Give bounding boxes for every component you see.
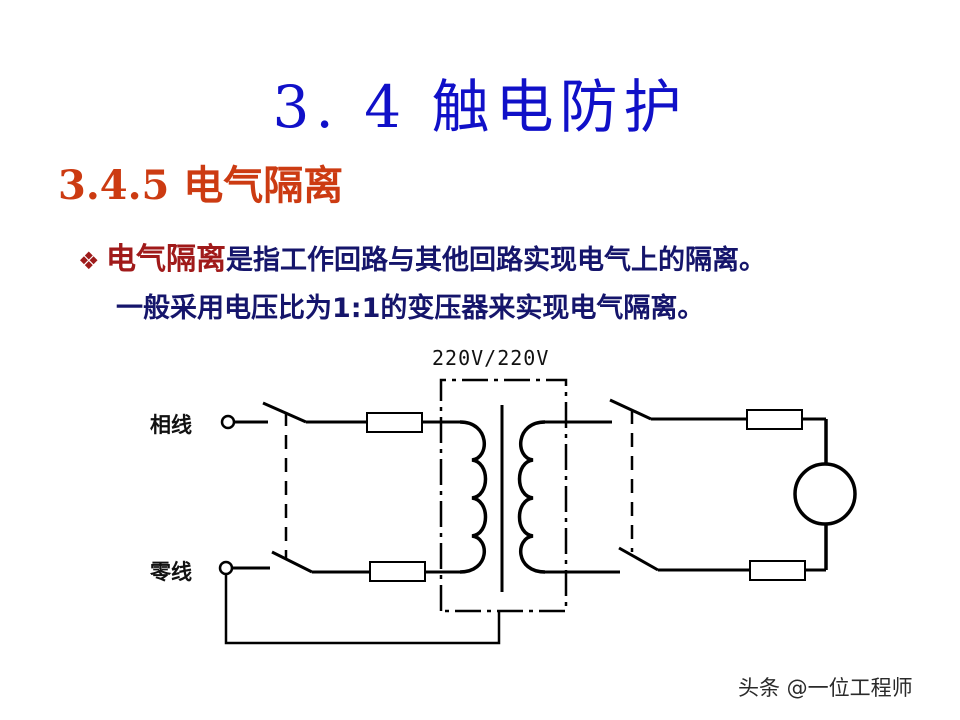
bullet-line-1: ❖电气隔离是指工作回路与其他回路实现电气上的隔离。	[78, 236, 938, 285]
watermark: 头条 @一位工程师	[738, 676, 913, 700]
bullet-paragraph: ❖电气隔离是指工作回路与其他回路实现电气上的隔离。 一般采用电压比为1:1的变压…	[78, 236, 938, 333]
transformer-ratio-label: 220V/220V	[432, 346, 550, 370]
section-heading: 3.4.5 电气隔离	[58, 162, 344, 209]
bullet-line-2: 一般采用电压比为1:1的变压器来实现电气隔离。	[116, 293, 705, 324]
slide-title: 3. 4 触电防护	[272, 73, 688, 141]
diamond-bullet-icon: ❖	[78, 247, 100, 275]
fuse-icon	[369, 561, 426, 582]
key-term: 电气隔离	[106, 242, 226, 277]
switch-blade-icon	[271, 550, 313, 574]
primary-coil-icon	[459, 420, 488, 574]
secondary-coil-icon	[517, 420, 546, 574]
phase-terminal-icon	[220, 414, 236, 430]
switch-blade-icon	[609, 398, 652, 421]
switch-blade-icon	[618, 546, 659, 572]
neutral-terminal-icon	[218, 560, 234, 576]
fuse-icon	[746, 409, 803, 430]
fuse-icon	[366, 412, 423, 433]
switch-blade-icon	[262, 401, 307, 424]
neutral-line-label: 零线	[150, 560, 192, 584]
load-icon	[793, 462, 857, 526]
definition-text: 是指工作回路与其他回路实现电气上的隔离。	[226, 245, 766, 276]
fuse-icon	[749, 560, 806, 581]
phase-line-label: 相线	[150, 413, 192, 437]
transformer-enclosure	[439, 378, 568, 613]
